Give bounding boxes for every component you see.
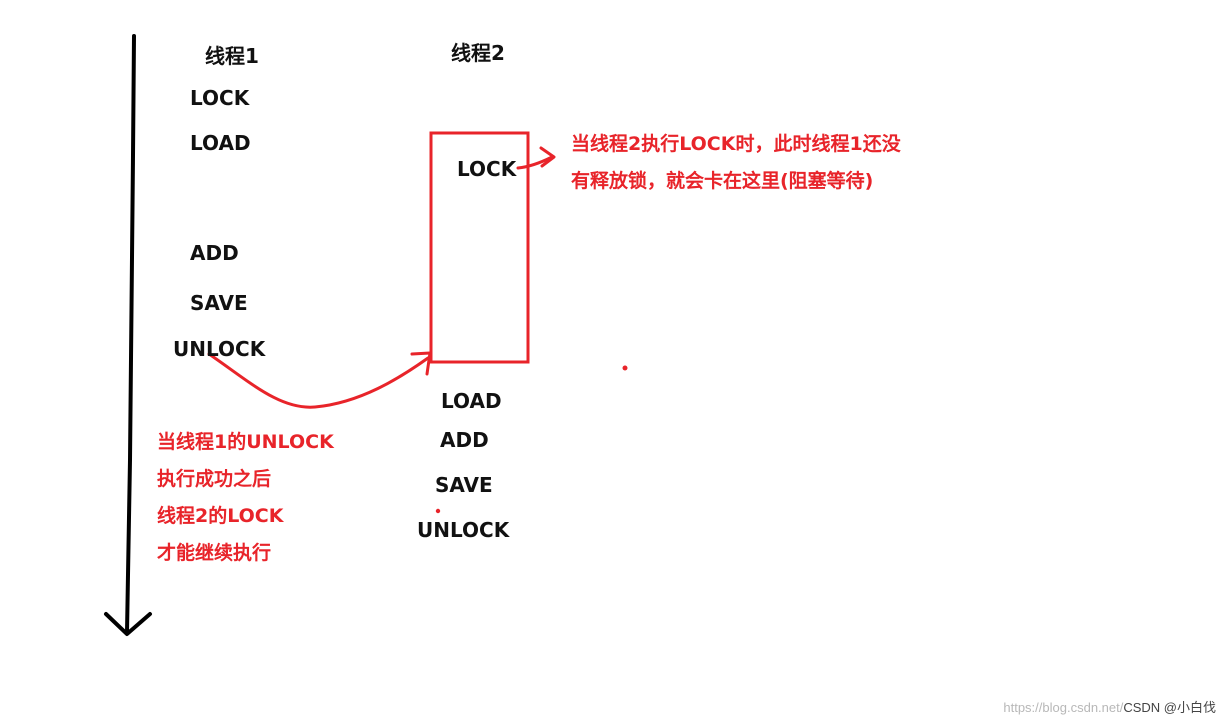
blocking-box bbox=[429, 131, 530, 364]
thread2-op-add: ADD bbox=[440, 428, 489, 452]
thread1-op-lock: LOCK bbox=[190, 86, 250, 110]
thread1-op-add: ADD bbox=[190, 241, 239, 265]
time-axis-arrowhead bbox=[104, 612, 152, 636]
note-right-line: 当线程2执行LOCK时，此时线程1还没 bbox=[571, 133, 901, 155]
note-left-line: 线程2的LOCK bbox=[157, 505, 284, 527]
time-axis-arrow bbox=[125, 34, 136, 634]
note-right-line: 有释放锁，就会卡在这里(阻塞等待) bbox=[571, 170, 874, 192]
thread1-op-unlock: UNLOCK bbox=[173, 337, 266, 361]
thread2-op-load: LOAD bbox=[441, 389, 502, 413]
thread2-op-lock: LOCK bbox=[457, 157, 517, 181]
watermark-author: CSDN @小白伐 bbox=[1123, 700, 1216, 715]
unlock-to-lock-curve bbox=[207, 352, 430, 409]
lock-to-note-arrow bbox=[516, 155, 554, 170]
unlock-to-lock-arrowhead bbox=[410, 351, 432, 376]
thread1-op-load: LOAD bbox=[190, 131, 251, 155]
lock-to-note-arrowhead bbox=[539, 146, 556, 168]
thread2-op-unlock: UNLOCK bbox=[417, 518, 510, 542]
note-right: 当线程2执行LOCK时，此时线程1还没 有释放锁，就会卡在这里(阻塞等待) bbox=[571, 126, 901, 200]
note-left-line: 执行成功之后 bbox=[157, 468, 272, 490]
note-left: 当线程1的UNLOCK 执行成功之后 线程2的LOCK 才能继续执行 bbox=[157, 424, 334, 572]
thread1-op-save: SAVE bbox=[190, 291, 248, 315]
watermark: https://blog.csdn.net/CSDN @小白伐 bbox=[1003, 697, 1216, 716]
watermark-url: https://blog.csdn.net/ bbox=[1003, 700, 1124, 715]
note-left-line: 才能继续执行 bbox=[157, 542, 272, 564]
thread1-title: 线程1 bbox=[205, 44, 259, 68]
stray-dot bbox=[435, 508, 441, 514]
thread2-title: 线程2 bbox=[451, 41, 505, 65]
thread2-op-save: SAVE bbox=[435, 473, 493, 497]
stray-dot bbox=[622, 365, 628, 371]
note-left-line: 当线程1的UNLOCK bbox=[157, 431, 334, 453]
